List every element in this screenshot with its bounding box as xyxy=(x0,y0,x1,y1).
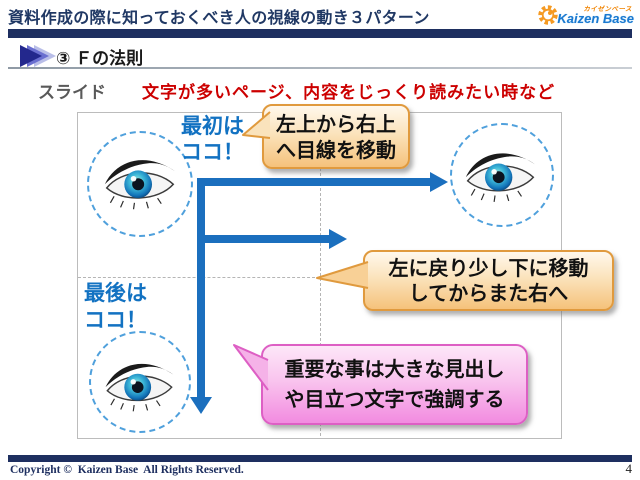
callout-move-top-line2: へ目線を移動 xyxy=(276,140,396,162)
title-divider-bar xyxy=(8,29,632,38)
f-pattern-arrows xyxy=(190,172,448,414)
callout-return-left-line1: 左に戻り少し下に移動 xyxy=(388,258,589,280)
triple-chevron-icon xyxy=(20,45,56,67)
callout-move-top: 左上から右上 へ目線を移動 xyxy=(262,104,410,169)
kaizen-base-logo: カイゼンベース Kaizen Base xyxy=(538,3,634,31)
dashed-focus-circle-top-right xyxy=(450,123,554,227)
gear-icon xyxy=(538,5,558,25)
first-here-line2: ココ！ xyxy=(181,141,244,164)
callout-emphasis: 重要な事は大きな見出し や目立つ文字で強調する xyxy=(261,344,528,425)
eye-icon xyxy=(103,355,176,414)
callout-emphasis-line1: 重要な事は大きな見出し xyxy=(284,359,505,381)
copyright-text: Copyright © Kaizen Base All Rights Reser… xyxy=(10,464,244,476)
last-here-line2: ココ！ xyxy=(84,309,147,332)
first-here-line1: 最初は xyxy=(181,115,244,138)
page-title: 資料作成の際に知っておくべき人の視線の動き３パターン xyxy=(8,10,430,27)
callout-return-left: 左に戻り少し下に移動 してからまた右へ xyxy=(363,250,614,311)
first-here-label: 最初は ココ！ xyxy=(181,114,244,166)
dashed-focus-circle-bottom-left xyxy=(89,331,191,433)
dashed-focus-circle-top-left xyxy=(87,131,193,237)
last-here-line1: 最後は xyxy=(84,282,147,305)
page-number: 4 xyxy=(625,461,633,476)
callout-move-top-line1: 左上から右上 xyxy=(276,114,396,136)
slide-label: スライド xyxy=(38,83,106,102)
lead-note: 文字が多いページ、内容をじっくり読みたい時など xyxy=(142,83,556,102)
eye-icon xyxy=(103,150,177,213)
last-here-label: 最後は ココ！ xyxy=(84,280,147,334)
callout-return-left-line2: してからまた右へ xyxy=(408,283,569,305)
callout-emphasis-line2: や目立つ文字で強調する xyxy=(284,389,505,411)
eye-icon xyxy=(464,144,537,205)
section-title: ③ Ｆの法則 xyxy=(56,49,144,68)
section-divider xyxy=(8,67,632,69)
logo-kana-text: カイゼンベース xyxy=(583,6,632,13)
footer-divider-bar xyxy=(8,455,632,462)
logo-name-text: Kaizen Base xyxy=(557,11,634,26)
